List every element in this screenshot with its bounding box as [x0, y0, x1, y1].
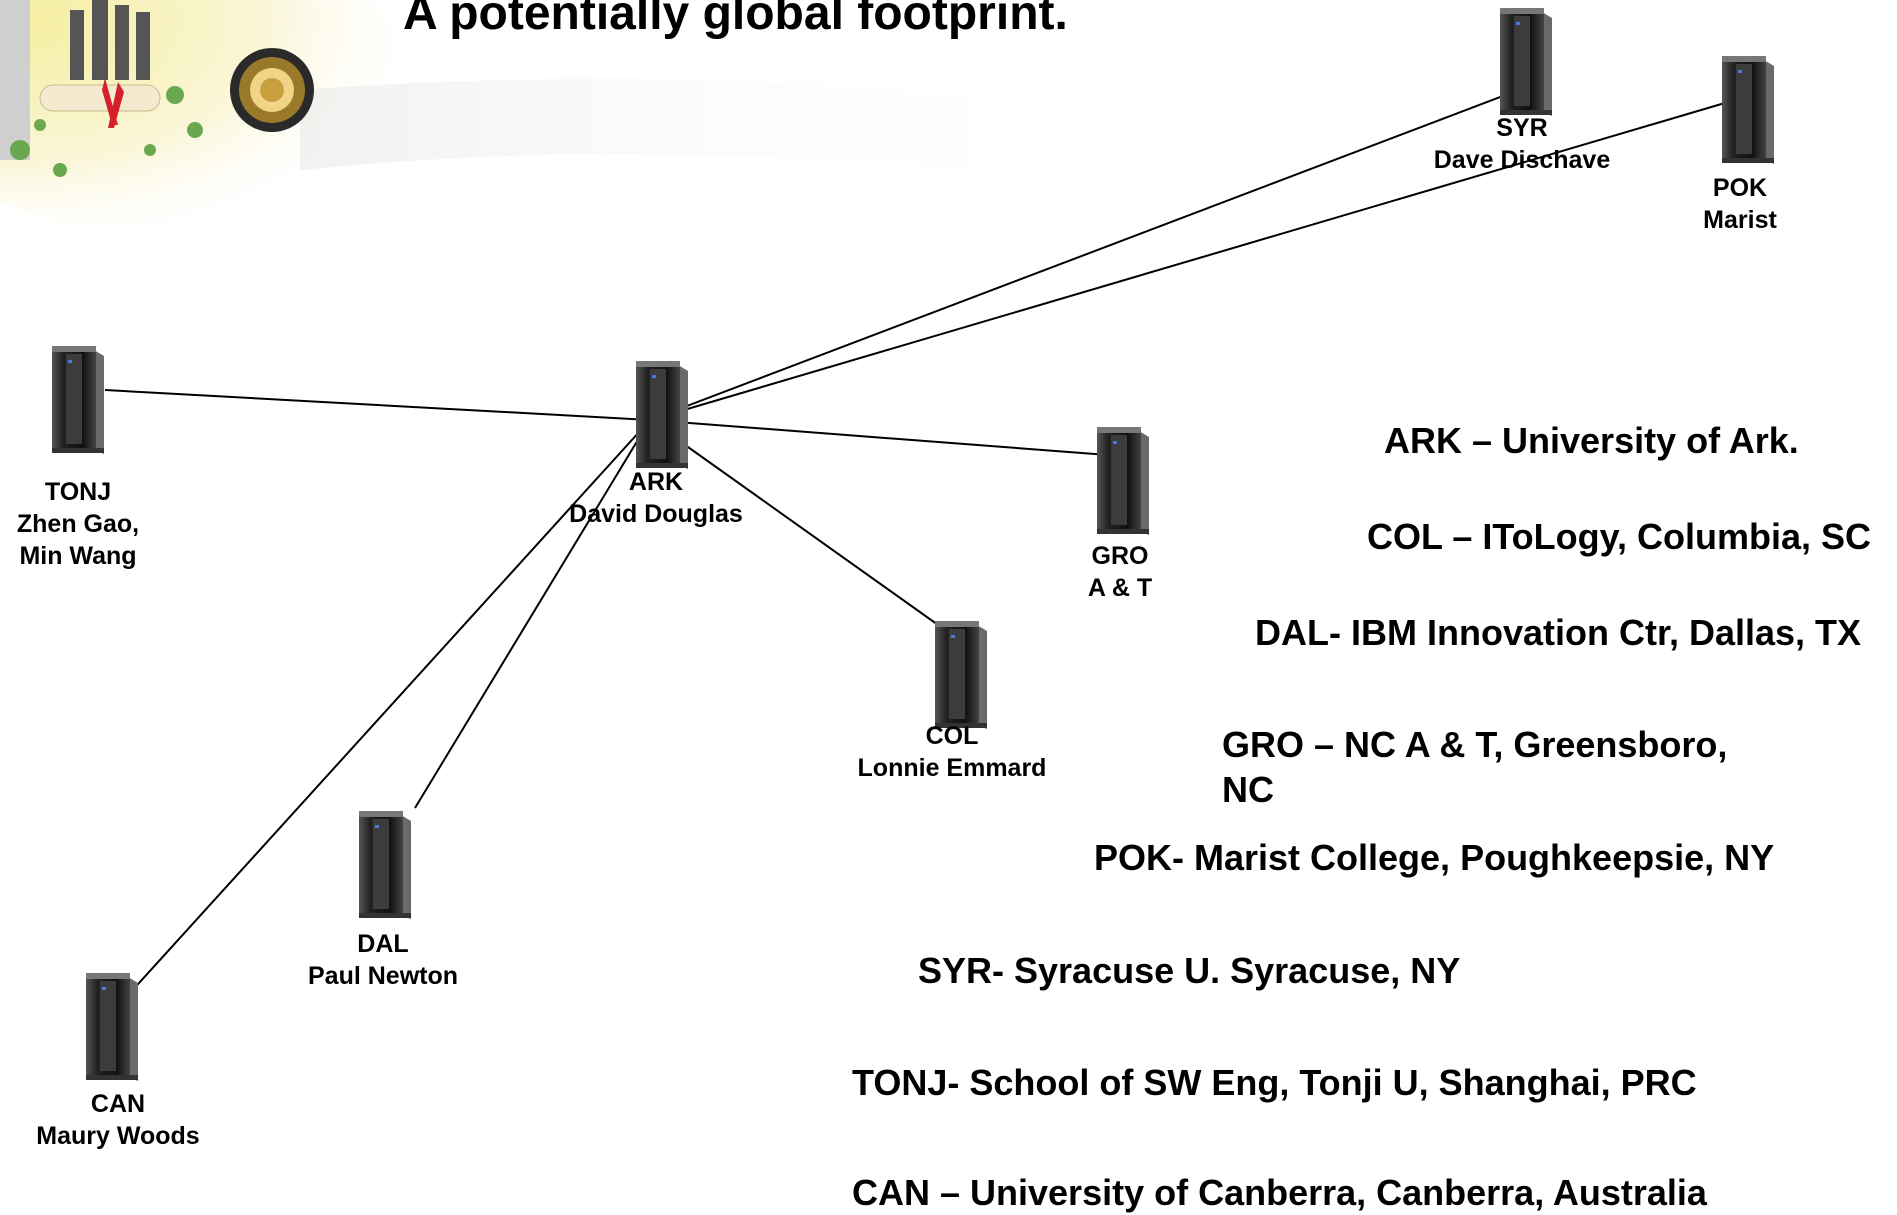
network-links — [104, 79, 1736, 1016]
server-pok-icon — [1722, 56, 1774, 164]
legend-item: COL – IToLogy, Columbia, SC — [1367, 516, 1872, 557]
node-contact: Marist — [1703, 206, 1777, 234]
node-contact: Lonnie Emmard — [857, 754, 1047, 782]
trumpet-icon — [230, 48, 314, 132]
node-code: GRO — [1091, 542, 1149, 570]
node-code: CAN — [90, 1090, 146, 1118]
node-contact: Dave Dischave — [1433, 146, 1611, 174]
node-label-pok: POK Marist — [1703, 172, 1777, 236]
server-gro-icon — [1097, 427, 1149, 535]
link-ark-syr — [649, 79, 1546, 421]
server-ark-icon — [636, 361, 688, 469]
people-silhouettes-icon — [70, 0, 150, 80]
leaves-icon — [10, 86, 203, 177]
diploma-scroll-icon — [39, 78, 161, 128]
node-contact: Zhen Gao, — [16, 510, 140, 538]
link-ark-gro — [649, 419, 1109, 456]
node-code: SYR — [1496, 114, 1548, 142]
banner-illustration — [0, 0, 1120, 230]
server-dal-icon — [359, 811, 411, 919]
node-contact: Min Wang — [19, 542, 137, 570]
node-label-can: CAN Maury Woods — [36, 1088, 199, 1152]
node-code: COL — [925, 722, 979, 750]
legend-item: CAN – University of Canberra, Canberra, … — [852, 1172, 1707, 1213]
server-tonj-icon — [52, 346, 104, 454]
node-contact: Maury Woods — [36, 1122, 200, 1150]
node-code: TONJ — [44, 478, 112, 506]
legend-item: POK- Marist College, Poughkeepsie, NY — [1094, 837, 1775, 878]
node-label-dal: DAL Paul Newton — [308, 928, 458, 992]
legend-item: TONJ- School of SW Eng, Tonji U, Shangha… — [852, 1062, 1697, 1103]
node-label-tonj: TONJ Zhen Gao, Min Wang — [17, 476, 139, 572]
legend-item: DAL- IBM Innovation Ctr, Dallas, TX — [1255, 612, 1862, 653]
link-ark-can — [109, 419, 651, 1016]
node-code: ARK — [628, 468, 684, 496]
node-contact: Paul Newton — [307, 962, 459, 990]
server-col-icon — [935, 621, 987, 729]
page-title: A potentially global footprint. — [403, 0, 1068, 40]
legend-item: ARK – University of Ark. — [1384, 420, 1799, 461]
server-syr-icon — [1500, 8, 1552, 116]
link-ark-tonj — [104, 389, 651, 421]
node-label-syr: SYR Dave Dischave — [1434, 112, 1611, 176]
node-code: POK — [1712, 174, 1768, 202]
link-ark-dal — [414, 419, 651, 809]
node-label-ark: ARK David Douglas — [569, 466, 743, 530]
server-can-icon — [86, 973, 138, 1081]
link-ark-pok — [649, 99, 1736, 421]
node-label-col: COL Lonnie Emmard — [858, 720, 1047, 784]
legend-item: SYR- Syracuse U. Syracuse, NY — [918, 950, 1461, 991]
node-contact: David Douglas — [569, 500, 743, 528]
node-contact: A & T — [1087, 574, 1153, 602]
node-code: DAL — [357, 930, 409, 958]
legend-item: GRO – NC A & T, Greensboro, NC — [1222, 724, 1728, 810]
server-nodes — [52, 8, 1774, 1081]
link-ark-col — [649, 419, 949, 633]
node-label-gro: GRO A & T — [1088, 540, 1152, 604]
